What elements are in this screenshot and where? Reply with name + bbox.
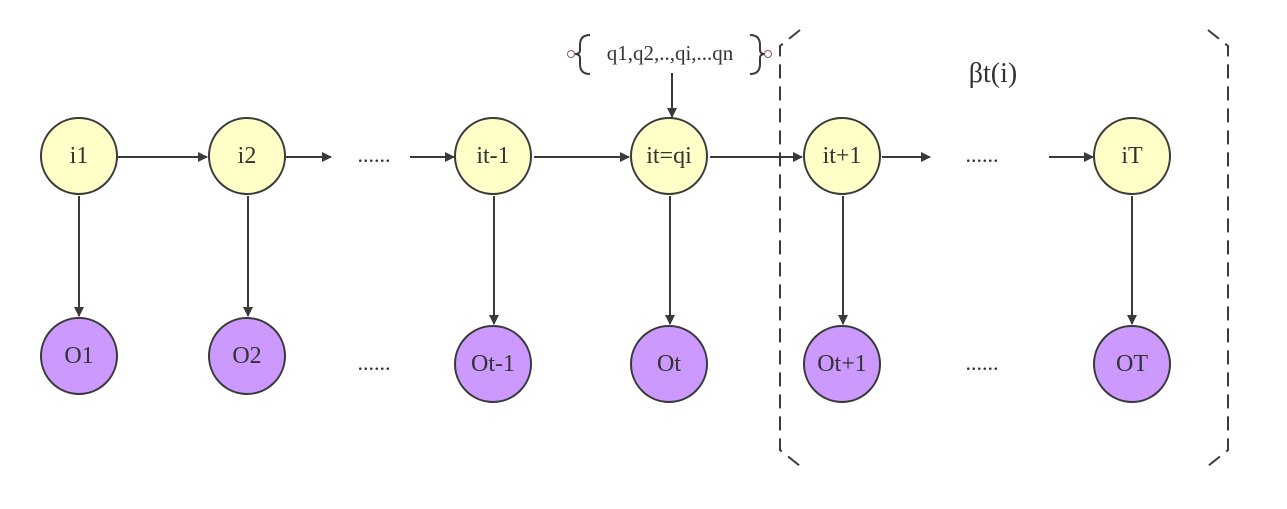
right-brace-endpoint xyxy=(764,50,772,58)
ellipsis-hidden-left: ...... xyxy=(358,142,391,167)
observed-node-ot-minus-1 xyxy=(454,325,532,403)
observed-node-o1-label: O1 xyxy=(64,343,93,369)
ellipsis-observed-left: ...... xyxy=(358,350,391,375)
hidden-node-i2 xyxy=(208,117,286,195)
ellipsis-hidden-right: ...... xyxy=(966,142,999,167)
hidden-node-it-plus-1 xyxy=(803,117,881,195)
hidden-node-it-minus-1 xyxy=(454,117,532,195)
observed-node-ot xyxy=(630,325,708,403)
hidden-node-i1 xyxy=(40,117,118,195)
hidden-node-it-plus-1-label: it+1 xyxy=(823,143,862,169)
left-brace-endpoint xyxy=(567,50,575,58)
observed-node-ot-plus-1 xyxy=(803,325,881,403)
observed-node-ot-plus-1-label: Ot+1 xyxy=(817,351,867,377)
emission-arrows xyxy=(74,73,1137,325)
observed-node-o2 xyxy=(208,317,286,395)
left-dashed-bracket xyxy=(779,29,801,467)
backward-region xyxy=(779,29,1229,467)
observed-node-ot-minus-1-label: Ot-1 xyxy=(471,351,515,377)
ellipses: ...... ...... ...... ...... xyxy=(358,142,999,375)
observations: O1 O2 Ot-1 Ot Ot+1 OT xyxy=(40,317,1171,403)
ellipsis-observed-right: ...... xyxy=(966,350,999,375)
observed-node-oT xyxy=(1093,325,1171,403)
hidden-node-it-minus-1-label: it-1 xyxy=(476,143,509,169)
hidden-node-i2-label: i2 xyxy=(238,143,257,169)
hidden-node-it xyxy=(630,117,708,195)
hidden-node-i1-label: i1 xyxy=(70,143,89,169)
hidden-states: i1 i2 it-1 it=qi it+1 iT xyxy=(40,117,1171,195)
right-brace xyxy=(749,34,766,75)
state-set: q1,q2,..,qi,...qn xyxy=(567,34,772,75)
observed-node-ot-label: Ot xyxy=(657,351,681,377)
hidden-node-iT-label: iT xyxy=(1121,143,1143,169)
state-set-label: q1,q2,..,qi,...qn xyxy=(607,41,734,65)
observed-node-oT-label: OT xyxy=(1116,351,1148,377)
right-dashed-bracket xyxy=(1207,29,1229,467)
hidden-node-iT xyxy=(1093,117,1171,195)
observed-node-o1 xyxy=(40,317,118,395)
beta-label: βt(i) xyxy=(969,58,1017,89)
hidden-node-it-label: it=qi xyxy=(646,143,692,169)
observed-node-o2-label: O2 xyxy=(232,343,261,369)
left-brace xyxy=(574,34,591,75)
